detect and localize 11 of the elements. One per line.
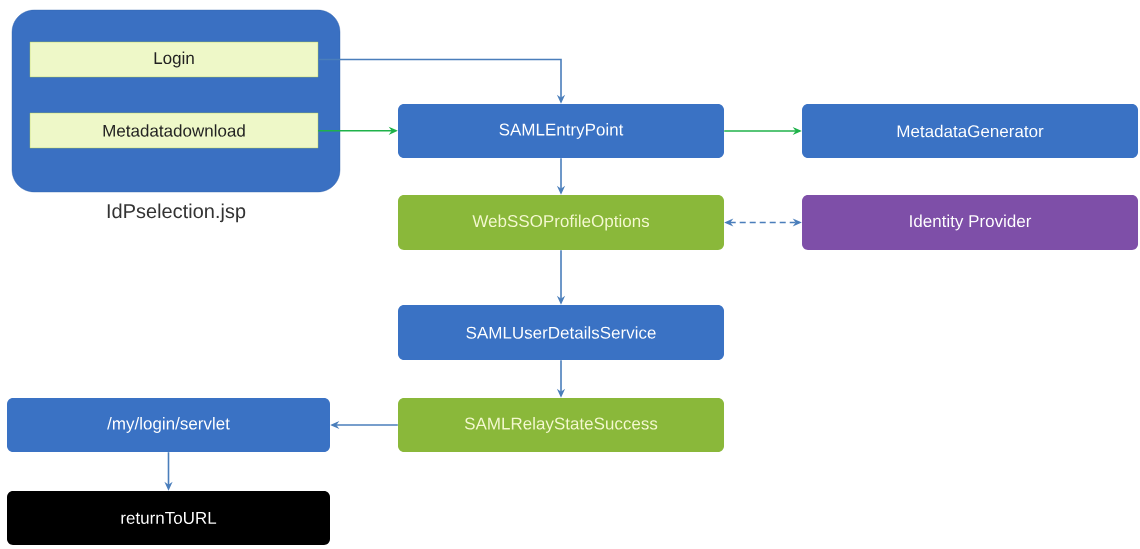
- process-box: SAMLEntryPoint: [398, 104, 724, 158]
- node-label: IdPselection.jsp: [107, 203, 246, 223]
- process-box: Identity Provider: [802, 195, 1138, 250]
- menu-item: Login: [29, 41, 319, 78]
- process-box: /my/login/servlet: [7, 398, 330, 452]
- process-box: SAMLRelayStateSuccess: [398, 398, 724, 452]
- menu-item: Metadatadownload: [29, 112, 319, 149]
- process-box: returnToURL: [7, 491, 330, 545]
- process-box: WebSSOProfileOptions: [398, 195, 724, 250]
- process-box: MetadataGenerator: [802, 104, 1138, 158]
- process-box: SAMLUserDetailsService: [398, 305, 724, 360]
